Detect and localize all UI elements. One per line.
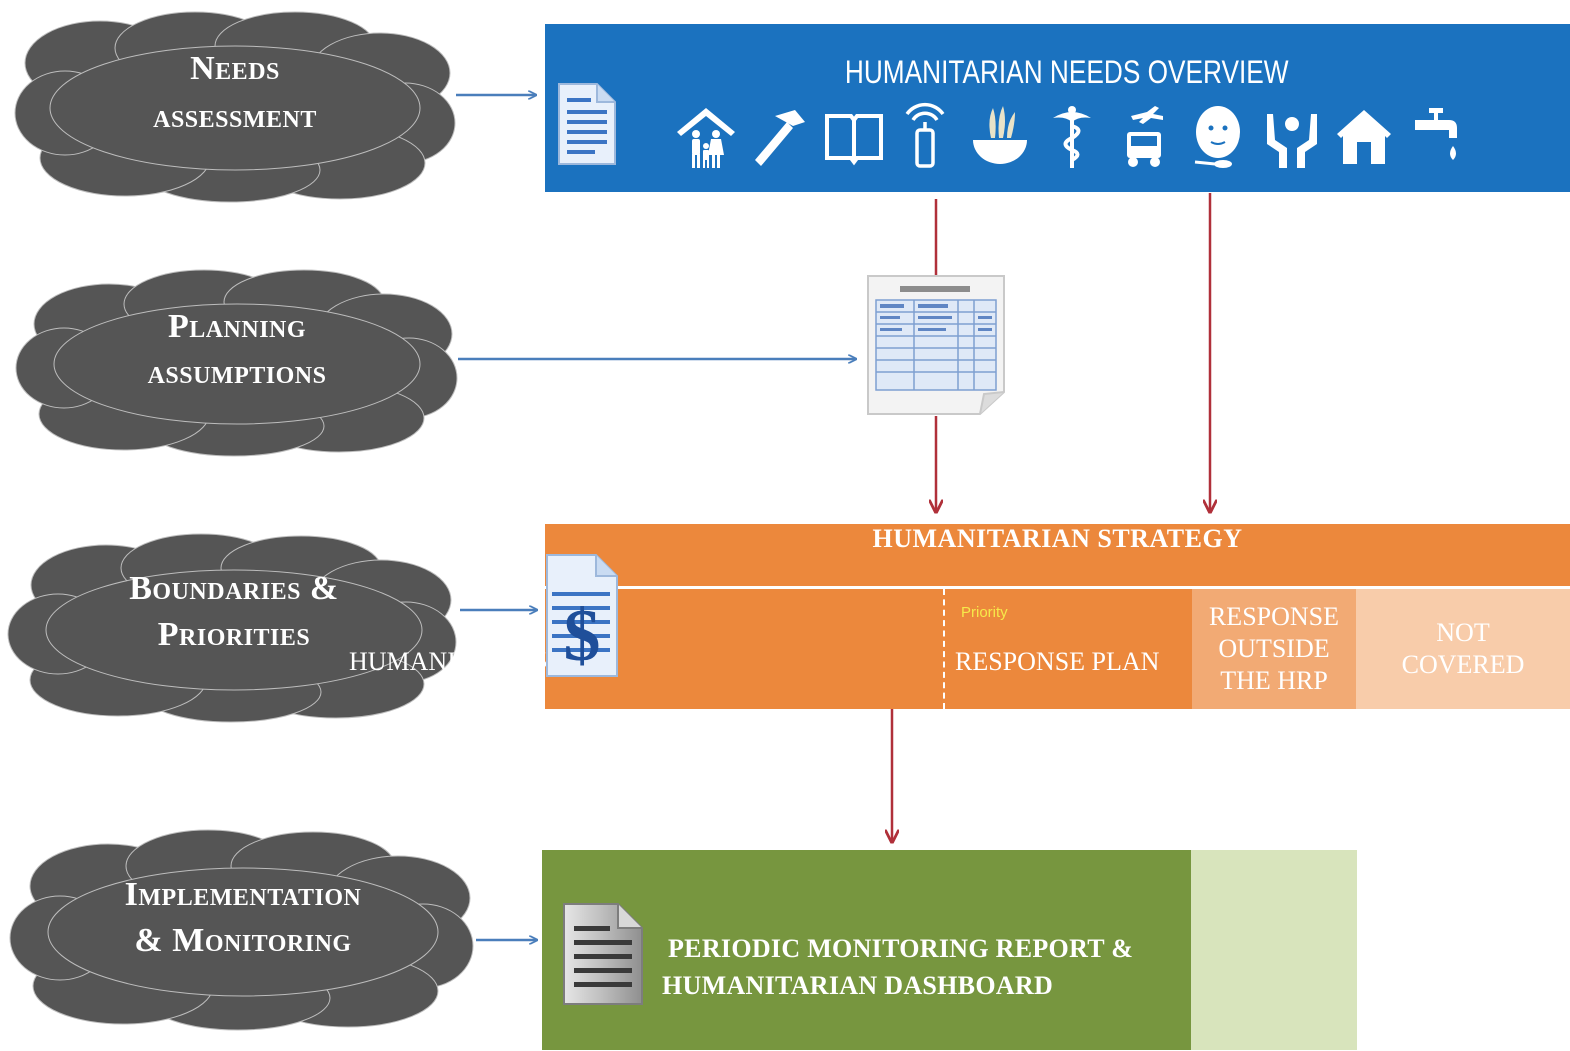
monitoring-report-box: PERIODIC MONITORING REPORT & HUMANITARIA… xyxy=(542,850,1191,1050)
monitoring-line2: HUMANITARIAN DASHBOARD xyxy=(662,971,1054,1000)
svg-text:$: $ xyxy=(564,595,601,677)
humanitarian-strategy-header: HUMANITARIAN STRATEGY xyxy=(545,524,1570,586)
cloud-planning-assumptions: Planning assumptions xyxy=(14,266,460,457)
not-covered-line2: COVERED xyxy=(1401,650,1525,679)
cloud-label-line1: Planning xyxy=(167,308,307,345)
hrp-segment: HUMANITARIAN Priority RESPONSE PLAN xyxy=(349,589,1192,709)
hrp-label-right: RESPONSE PLAN xyxy=(955,647,1160,676)
outside-line3: THE HRP xyxy=(1220,666,1328,695)
cloud-needs-assessment: Needs assessment xyxy=(10,8,460,204)
not-covered-line1: NOT xyxy=(1436,618,1490,647)
cloud-label-line2: assessment xyxy=(153,98,317,135)
strategy-segments: HUMANITARIAN Priority RESPONSE PLAN RESP… xyxy=(349,589,1570,709)
cloud-label-line1: Implementation xyxy=(124,876,362,913)
protection-hands-icon xyxy=(1259,102,1325,172)
outside-hrp-label: RESPONSE OUTSIDE THE HRP xyxy=(1192,601,1356,697)
cloud-label-line1: Needs xyxy=(190,50,280,87)
priority-label: Priority xyxy=(961,604,1008,621)
nutrition-child-icon xyxy=(1185,102,1251,172)
cloud-label-line2: Priorities xyxy=(157,616,311,653)
outside-line1: RESPONSE xyxy=(1208,602,1340,631)
water-tap-icon xyxy=(1403,102,1469,172)
cloud-implementation-monitoring: Implementation & Monitoring xyxy=(8,826,478,1032)
health-caduceus-icon xyxy=(1039,102,1105,172)
cloud-label-line2: & Monitoring xyxy=(134,922,352,959)
house-icon xyxy=(1331,102,1397,172)
cloud-label-line1: Boundaries & xyxy=(129,570,339,607)
cloud-boundaries-priorities: Boundaries & Priorities xyxy=(6,530,462,723)
monitoring-report-label: PERIODIC MONITORING REPORT & HUMANITARIA… xyxy=(662,930,1133,1004)
cloud-shape xyxy=(9,829,474,1031)
document-icon xyxy=(555,80,619,168)
monitoring-side-panel xyxy=(1191,850,1357,1050)
family-shelter-icon xyxy=(673,102,739,172)
cloud-shape xyxy=(14,11,456,203)
not-covered-segment: NOT COVERED xyxy=(1356,589,1570,709)
humanitarian-needs-overview-box: HUMANITARIAN NEEDS OVERVIEW xyxy=(545,24,1570,192)
report-document-icon xyxy=(560,900,646,1008)
mobile-signal-icon xyxy=(893,102,959,172)
not-covered-label: NOT COVERED xyxy=(1356,617,1570,681)
cloud-shape xyxy=(15,269,458,457)
hno-title: HUMANITARIAN NEEDS OVERVIEW xyxy=(844,54,1289,90)
monitoring-line1: PERIODIC MONITORING REPORT & xyxy=(668,934,1134,963)
food-bowl-icon xyxy=(967,102,1033,172)
priority-divider xyxy=(943,589,945,709)
open-book-icon xyxy=(821,102,887,172)
outside-hrp-segment: RESPONSE OUTSIDE THE HRP xyxy=(1192,589,1356,709)
hrp-label-left: HUMANITARIAN xyxy=(348,647,552,676)
hammer-icon xyxy=(747,102,813,172)
spreadsheet-icon xyxy=(866,274,1006,416)
strategy-title: HUMANITARIAN STRATEGY xyxy=(872,524,1243,553)
cloud-shape xyxy=(7,533,457,723)
cloud-label-line2: assumptions xyxy=(147,354,327,391)
budget-document-icon: $ xyxy=(544,552,620,680)
logistics-transport-icon xyxy=(1111,102,1177,172)
outside-line2: OUTSIDE xyxy=(1218,634,1330,663)
